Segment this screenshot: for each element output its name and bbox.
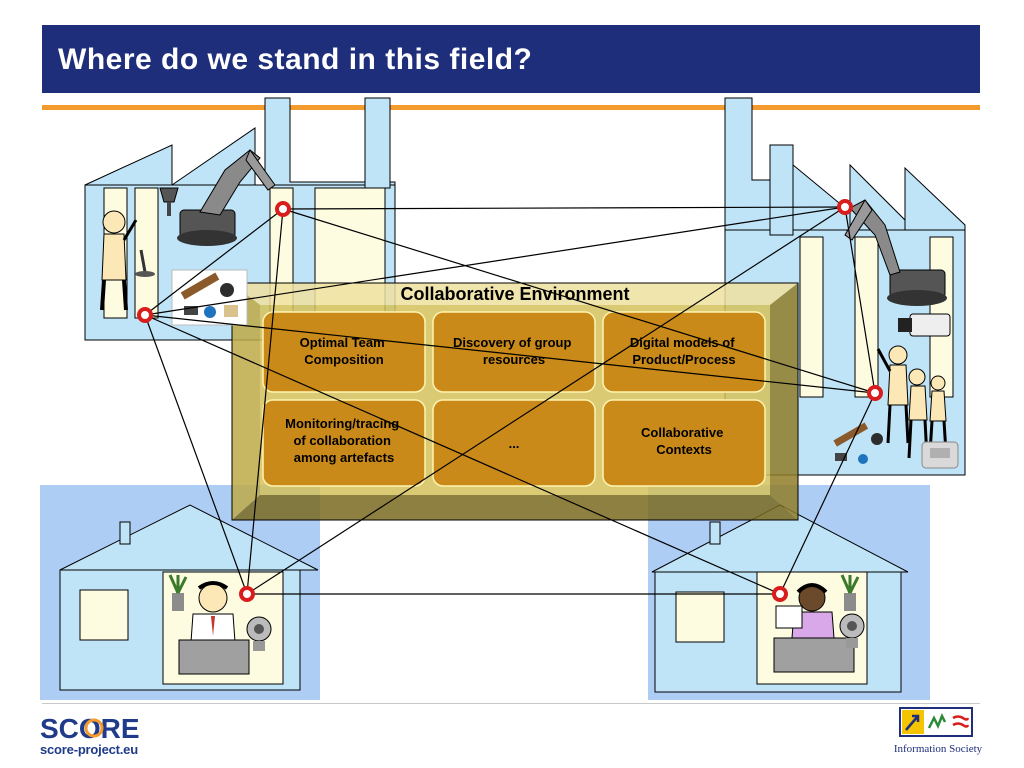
score-logo-ring-icon xyxy=(84,718,104,738)
desk-worker-icon xyxy=(178,581,250,675)
cell-collab-contexts: Collaborative Contexts xyxy=(641,425,727,457)
person-icon xyxy=(928,375,948,454)
webcam-icon xyxy=(839,613,865,648)
cell-monitoring: Monitoring/tracing of collaboration amon… xyxy=(285,416,403,465)
ist-label: Information Society xyxy=(893,743,983,755)
score-logo: SCORE xyxy=(40,713,140,744)
cell-grid: Optimal Team Composition Discovery of gr… xyxy=(262,311,766,487)
network-node xyxy=(837,199,853,215)
connection-lines xyxy=(144,206,876,595)
person-icon xyxy=(907,368,929,459)
network-node xyxy=(239,586,255,602)
person-icon xyxy=(100,210,138,311)
network-node xyxy=(137,307,153,323)
robot-arm-icon xyxy=(844,199,947,306)
robot-arm-icon xyxy=(177,148,276,246)
score-url: score-project.eu xyxy=(40,742,138,757)
network-nodes xyxy=(137,199,883,602)
network-node xyxy=(772,586,788,602)
cell-digital-models: Digital models of Product/Process xyxy=(630,335,738,367)
collab-panel-title: Collaborative Environment xyxy=(400,284,629,304)
ist-logo-icon xyxy=(899,707,973,737)
network-node xyxy=(867,385,883,401)
camera-icon xyxy=(898,313,951,337)
plant-icon xyxy=(840,574,860,611)
person-icon xyxy=(876,345,910,444)
cell-ellipsis: ... xyxy=(509,436,520,451)
title-bar xyxy=(42,25,980,93)
device-icon xyxy=(921,441,959,469)
title-rule xyxy=(42,105,980,110)
network-node xyxy=(275,201,291,217)
slide-title: Where do we stand in this field? xyxy=(58,43,533,76)
materials-icon xyxy=(171,269,248,326)
score-logo-text: SCORE xyxy=(40,713,140,744)
footer-rule xyxy=(42,703,980,704)
microphone-icon xyxy=(135,249,155,277)
spotlight-icon xyxy=(159,187,179,216)
plant-icon xyxy=(168,574,188,611)
desk-worker-icon xyxy=(773,583,855,673)
materials-icon xyxy=(833,422,883,464)
webcam-icon xyxy=(246,616,272,651)
